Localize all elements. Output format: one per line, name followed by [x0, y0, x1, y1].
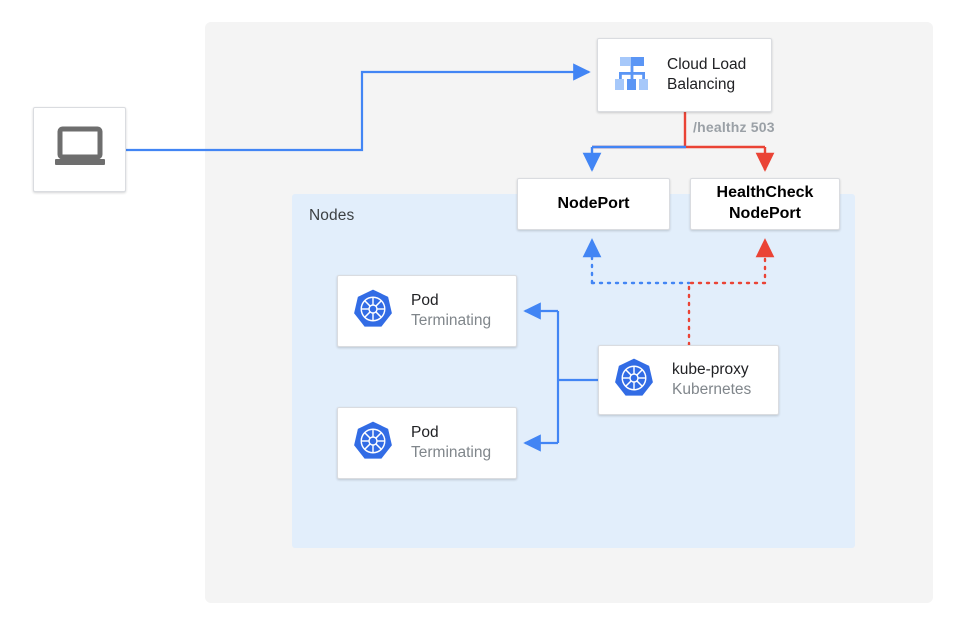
pod-status: Terminating	[411, 312, 492, 329]
healthz-edge-label: /healthz 503	[693, 119, 775, 135]
pod-node-2-label: Pod Terminating	[411, 423, 491, 463]
pod-node-1-label: Pod Terminating	[411, 291, 491, 331]
kubernetes-icon	[613, 357, 655, 404]
cloud-load-balancing-icon	[611, 53, 653, 98]
kubernetes-icon	[352, 288, 394, 335]
kubernetes-icon	[352, 420, 394, 467]
pod-title: Pod	[411, 424, 439, 442]
nodeport-node[interactable]: NodePort	[517, 178, 670, 230]
healthcheck-nodeport-label: HealthCheck NodePort	[717, 183, 814, 225]
kube-proxy-title: kube-proxy	[672, 361, 749, 379]
pod-status: Terminating	[411, 444, 492, 461]
cloud-load-balancing-title-line1: Cloud Load	[667, 56, 747, 74]
healthcheck-nodeport-label-line2: NodePort	[728, 205, 801, 222]
healthcheck-nodeport-node[interactable]: HealthCheck NodePort	[690, 178, 840, 230]
laptop-icon	[53, 126, 107, 173]
kube-proxy-label: kube-proxy Kubernetes	[672, 360, 751, 400]
pod-node-2[interactable]: Pod Terminating	[337, 407, 517, 479]
cloud-load-balancing-title-line2: Balancing	[667, 76, 736, 93]
client-node[interactable]	[33, 107, 126, 192]
nodes-panel-label: Nodes	[309, 207, 355, 224]
nodeport-label: NodePort	[557, 194, 630, 212]
cloud-load-balancing-node[interactable]: Cloud Load Balancing	[597, 38, 772, 112]
kube-proxy-node[interactable]: kube-proxy Kubernetes	[598, 345, 779, 415]
pod-title: Pod	[411, 292, 439, 310]
healthcheck-nodeport-label-line1: HealthCheck	[716, 184, 814, 202]
pod-node-1[interactable]: Pod Terminating	[337, 275, 517, 347]
kube-proxy-subtitle: Kubernetes	[672, 381, 752, 398]
cloud-load-balancing-label: Cloud Load Balancing	[667, 55, 746, 95]
